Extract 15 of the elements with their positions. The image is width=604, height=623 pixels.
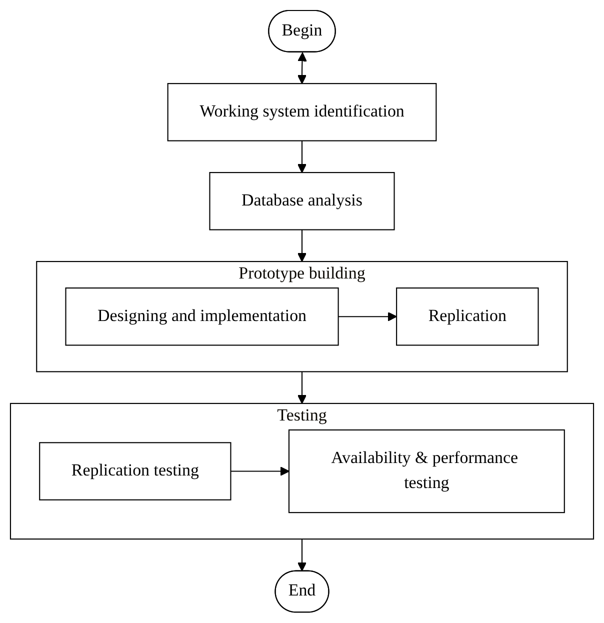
arrow xyxy=(338,312,397,322)
node-box xyxy=(288,430,565,514)
node-box xyxy=(167,83,437,142)
node-box xyxy=(65,288,339,346)
arrow xyxy=(297,140,307,174)
arrow xyxy=(297,230,307,262)
arrow xyxy=(297,539,307,572)
arrow xyxy=(230,466,290,476)
node-box xyxy=(396,288,539,346)
arrow xyxy=(297,372,307,404)
node-box xyxy=(39,442,232,501)
cluster xyxy=(10,403,594,540)
node-box xyxy=(209,172,395,230)
arrow xyxy=(297,52,307,84)
cluster xyxy=(36,261,568,372)
